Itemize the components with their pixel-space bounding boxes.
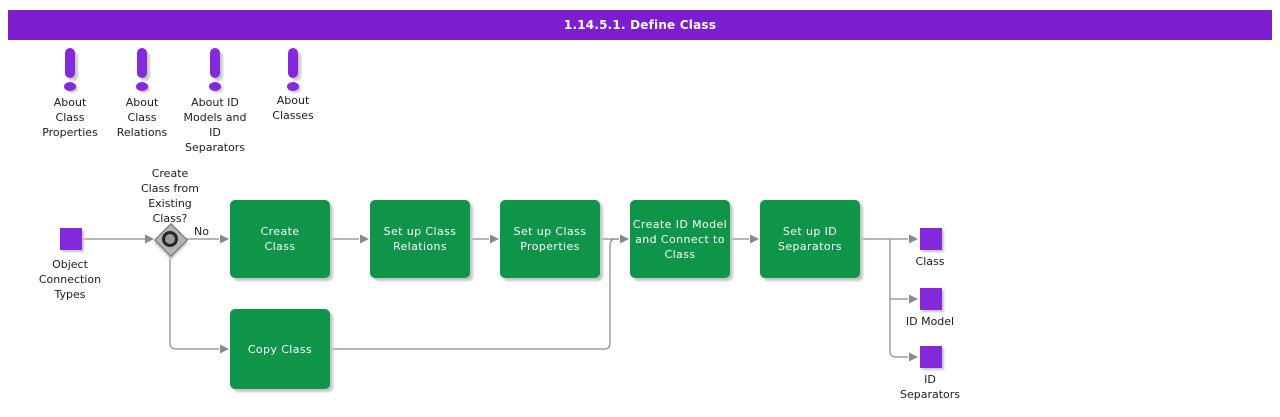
- exclamation-icon[interactable]: [287, 48, 299, 91]
- output-id-separators-label: ID Separators: [899, 373, 961, 401]
- task-set-up-class-properties[interactable]: Set up Class Properties: [500, 200, 600, 278]
- diagram-title-bar: 1.14.5.1. Define Class: [8, 10, 1272, 40]
- task-copy-class[interactable]: Copy Class: [230, 309, 330, 389]
- decision-question-label: Create Class from Existing Class?: [140, 167, 200, 225]
- exclamation-bar: [288, 48, 298, 78]
- exclamation-bar: [137, 48, 147, 78]
- info-note-label: About Class Relations: [116, 96, 168, 139]
- exclamation-bar: [65, 48, 75, 78]
- task-create-class[interactable]: Create Class: [230, 200, 330, 278]
- page-title: 1.14.5.1. Define Class: [563, 18, 717, 32]
- start-object-label: Object Connection Types: [38, 258, 102, 301]
- output-id-model-label: ID Model: [905, 315, 955, 328]
- exclamation-dot: [64, 82, 76, 91]
- start-object-square[interactable]: [60, 228, 82, 250]
- output-class-square[interactable]: [920, 228, 942, 250]
- exclamation-dot: [209, 82, 221, 91]
- info-note-label: About Classes: [272, 94, 314, 122]
- task-set-up-id-separators[interactable]: Set up ID Separators: [760, 200, 860, 278]
- decision-rule-icon: [162, 231, 178, 247]
- exclamation-bar: [210, 48, 220, 78]
- output-id-separators-square[interactable]: [920, 346, 942, 368]
- exclamation-icon[interactable]: [64, 48, 76, 91]
- info-note-label: About Class Properties: [42, 96, 98, 139]
- output-id-model-square[interactable]: [920, 288, 942, 310]
- task-set-up-class-relations[interactable]: Set up Class Relations: [370, 200, 470, 278]
- decision-no-label: No: [194, 225, 209, 238]
- exclamation-dot: [287, 82, 299, 91]
- info-note-label: About ID Models and ID Separators: [183, 96, 247, 154]
- exclamation-icon[interactable]: [136, 48, 148, 91]
- exclamation-icon[interactable]: [209, 48, 221, 91]
- task-create-id-model-and-connect[interactable]: Create ID Model and Connect to Class: [630, 200, 730, 278]
- exclamation-dot: [136, 82, 148, 91]
- output-class-label: Class: [915, 255, 945, 268]
